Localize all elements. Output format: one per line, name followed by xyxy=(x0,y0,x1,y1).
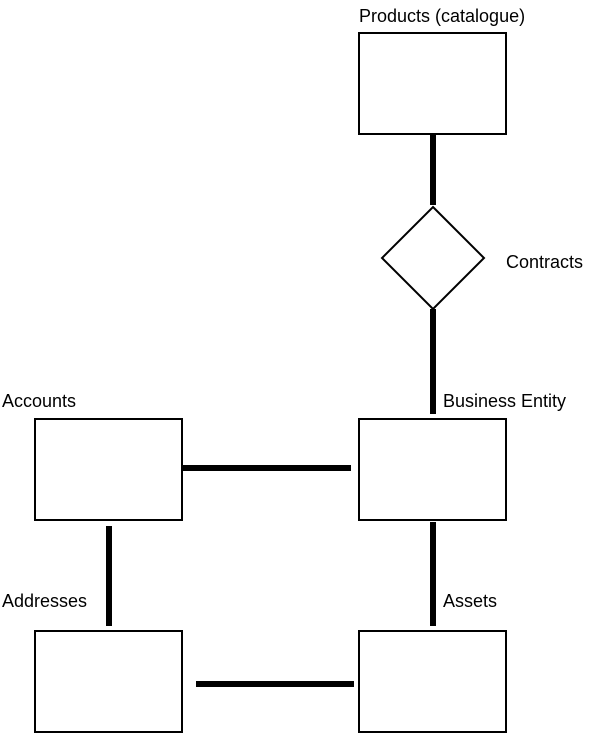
business-entity-box xyxy=(358,418,507,521)
accounts-label: Accounts xyxy=(2,391,76,411)
addresses-box xyxy=(34,630,183,733)
products-label: Products (catalogue) xyxy=(359,6,525,26)
contracts-diamond xyxy=(380,205,486,311)
assets-label: Assets xyxy=(443,591,497,611)
accounts-box xyxy=(34,418,183,521)
assets-box xyxy=(358,630,507,733)
addresses-label: Addresses xyxy=(2,591,87,611)
contracts-label: Contracts xyxy=(506,252,583,272)
products-box xyxy=(358,32,507,135)
business-entity-label: Business Entity xyxy=(443,391,566,411)
